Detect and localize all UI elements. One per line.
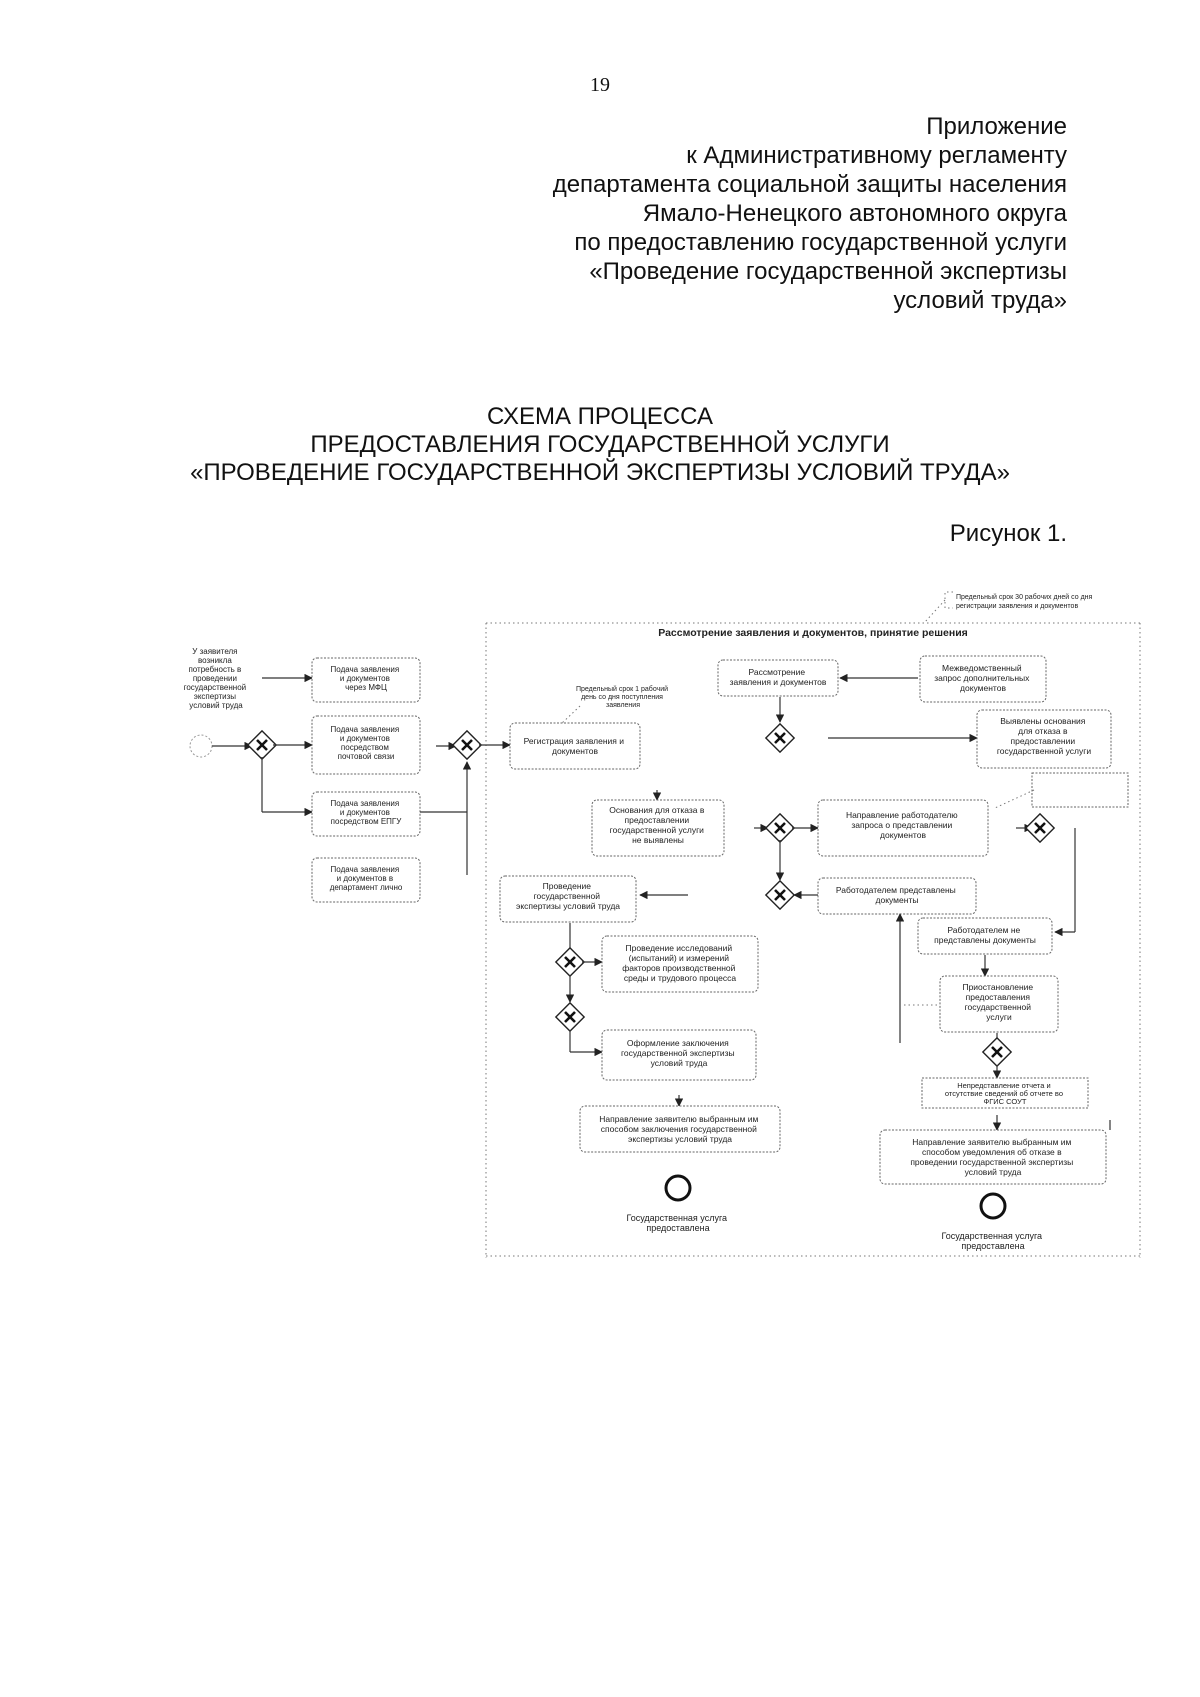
end-event-right	[979, 1192, 1007, 1220]
note-top-line: Предельный срок 30 рабочих дней со дня	[956, 593, 1093, 601]
start-text: У заявителя возникла потребность в прове…	[184, 647, 249, 710]
send-refusal-box	[879, 1129, 1107, 1185]
submit-personal-text: Подача заявления и документов в департам…	[330, 865, 403, 892]
end-left-text: Государственная услуга предоставлена	[626, 1213, 729, 1233]
appendix-line: «Проведение государственной экспертизы	[589, 258, 1067, 285]
employer-request-box	[817, 799, 989, 857]
conduct-expertise-box	[499, 875, 637, 923]
refusal-found-box	[976, 709, 1112, 769]
submit-epgu-box	[311, 791, 421, 837]
send-refusal-text: Направление заявителю выбранным им спосо…	[910, 1137, 1075, 1177]
registration-box	[509, 722, 641, 770]
gateway-conclusion	[554, 1001, 586, 1033]
no-refusal-box	[591, 799, 725, 857]
issue-conclusion-box	[601, 1029, 757, 1081]
suspension-box	[939, 975, 1059, 1033]
note-top: Предельный срок 30 рабочих дней со дня р…	[924, 591, 1093, 623]
appendix-line: условий труда»	[893, 287, 1067, 314]
appendix-block: Приложение к Административному регламент…	[553, 112, 1067, 315]
suspension-text: Приостановление предоставления государст…	[962, 982, 1035, 1022]
note-top-line: регистрации заявления и документов	[956, 603, 1078, 610]
gateway-wait	[1024, 812, 1056, 844]
appendix-line: Приложение	[926, 113, 1067, 140]
review-text: Рассмотрение заявления и документов	[730, 667, 827, 687]
appendix-line: Ямало-Ненецкого автономного округа	[642, 200, 1067, 227]
send-conclusion-text: Направление заявителю выбранным им спосо…	[599, 1114, 761, 1144]
title-line: СХЕМА ПРОЦЕССА	[487, 403, 713, 430]
submit-mfc-box	[311, 657, 421, 703]
end-right-text: Государственная услуга предоставлена	[941, 1231, 1044, 1251]
issue-conclusion-text: Оформление заключения государственной эк…	[621, 1038, 737, 1068]
employer-request-text: Направление работодателю запроса о предс…	[846, 810, 960, 840]
appendix-line: к Административному регламенту	[686, 142, 1067, 169]
research-box	[601, 935, 759, 993]
interagency-box	[919, 655, 1047, 703]
figure-label: Рисунок 1.	[949, 520, 1067, 547]
gateway-review	[764, 722, 796, 754]
employer-not-provided-text: Работодателем не представлены документы	[934, 925, 1036, 945]
scheme-title: СХЕМА ПРОЦЕССА ПРЕДОСТАВЛЕНИЯ ГОСУДАРСТВ…	[0, 403, 1200, 487]
report-absent-box	[921, 1077, 1089, 1109]
registration-text: Регистрация заявления и документов	[524, 736, 627, 756]
report-absent-text: Непредставление отчета и отсутствие свед…	[945, 1081, 1065, 1106]
title-line: «ПРОВЕДЕНИЕ ГОСУДАРСТВЕННОЙ ЭКСПЕРТИЗЫ У…	[190, 459, 1010, 486]
gateway-research	[554, 946, 586, 978]
appendix-line: департамента социальной защиты населения	[552, 171, 1067, 198]
title-line: ПРЕДОСТАВЛЕНИЯ ГОСУДАРСТВЕННОЙ УСЛУГИ	[310, 431, 890, 458]
send-conclusion-box	[579, 1105, 781, 1153]
gateway-provided	[764, 879, 796, 911]
gateway-split	[246, 729, 278, 761]
submit-epgu-text: Подача заявления и документов посредство…	[331, 799, 403, 826]
submit-personal-box	[311, 857, 421, 903]
submit-mfc-text: Подача заявления и документов через МФЦ	[331, 665, 402, 692]
refusal-found-text: Выявлены основания для отказа в предоста…	[997, 716, 1092, 756]
review-box	[717, 659, 839, 697]
pool-boundary	[485, 622, 1141, 1258]
interagency-text: Межведомственный запрос дополнительных д…	[934, 663, 1032, 693]
start-event	[189, 734, 213, 758]
research-text: Проведение исследований (испытаний) и из…	[622, 943, 738, 983]
gateway-employer	[764, 812, 796, 844]
submit-post-box	[311, 715, 421, 775]
note-employer-term	[1031, 772, 1129, 808]
appendix-line: по предоставлению государственной услуги	[574, 229, 1067, 256]
conduct-expertise-text: Проведение государственной экспертизы ус…	[516, 881, 620, 911]
employer-provided-text: Работодателем представлены документы	[836, 885, 958, 905]
pool-title: Рассмотрение заявления и документов, при…	[658, 627, 968, 639]
end-event-left	[664, 1174, 692, 1202]
no-refusal-text: Основания для отказа в предоставлении го…	[609, 805, 707, 845]
submit-post-text: Подача заявления и документов посредство…	[331, 725, 402, 761]
gateway-merge	[451, 729, 483, 761]
employer-not-provided-box	[917, 917, 1053, 955]
page-number: 19	[590, 74, 610, 96]
gateway-suspension	[981, 1036, 1013, 1068]
note-registration: Предельный срок 1 рабочий день со дня по…	[576, 685, 670, 709]
